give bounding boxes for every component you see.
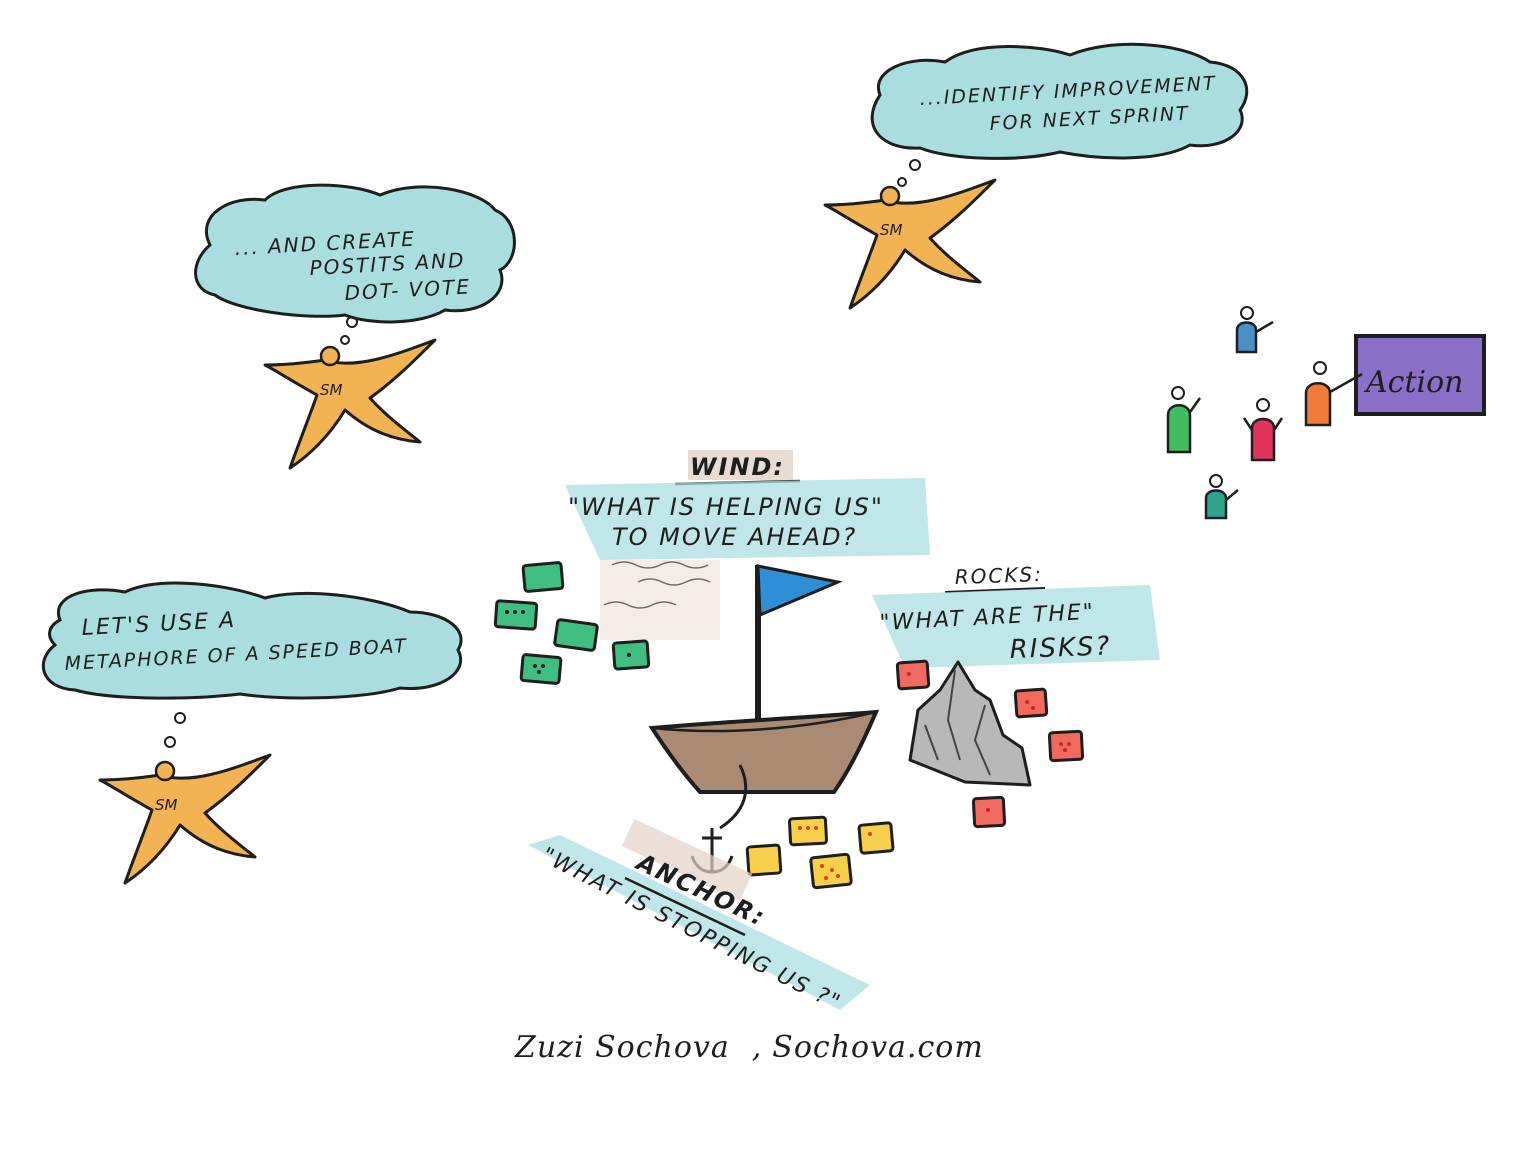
sm-label-top: SM [880,221,903,239]
green-postit [519,653,563,685]
red-postit [1047,729,1085,763]
yellow-postit [745,843,783,877]
team-action-group: Action [1166,306,1486,520]
action-board [1354,334,1486,416]
boat-hull [648,709,880,794]
person-red-icon [1242,398,1284,462]
wind-question-line2: TO MOVE AHEAD? [612,523,857,551]
person-green-icon [1166,386,1202,454]
author-credit: Zuzi Sochova, Sochova.com [515,1030,1075,1080]
person-teal-icon [1204,474,1239,520]
red-postit [971,795,1007,829]
red-postit [1013,687,1049,719]
yellow-postit [857,821,895,855]
speed-boat [648,564,880,794]
green-postit [493,599,539,631]
green-postit [553,618,599,652]
rocks-section: ROCKS: "WHAT ARE THE" RISKS? [872,562,1160,668]
person-blue-icon [1235,306,1274,354]
red-postits [895,659,1085,829]
green-postit [521,561,565,593]
yellow-postit [787,815,829,847]
thought-cloud-identify: ...IDENTIFY IMPROVEMENT FOR NEXT SPRINT [870,42,1249,187]
person-orange-icon [1304,361,1363,427]
author-name: Zuzi Sochova [515,1030,730,1065]
rocks-drawing [908,660,1032,787]
action-board-label: Action [1363,365,1464,400]
scrum-master-figure-top: SM [823,178,997,310]
yellow-postits [745,815,895,890]
wind-section: WIND: "WHAT IS HELPING US" TO MOVE AHEAD… [565,450,930,640]
scrum-master-figure-bottom: SM [98,753,272,885]
sm-label-middle: SM [320,381,343,399]
scrum-master-figure-middle: SM [263,338,437,470]
wind-question-line1: "WHAT IS HELPING US" [568,493,884,521]
boat-flag [756,564,844,618]
author-website: Sochova.com [772,1030,984,1065]
sm-label-bottom: SM [155,796,178,814]
thought-cloud-metaphor: LET'S USE A METAPHORE OF A SPEED BOAT [41,581,463,748]
thought-cloud-create: ... AND CREATE POSTITS AND DOT- VOTE [194,183,516,345]
green-postits [493,561,651,685]
rocks-title: ROCKS: [954,562,1043,589]
anchor-section: ANCHOR: "WHAT IS STOPPING US ?" [528,818,870,1016]
credit-separator: , [751,1030,763,1065]
red-postit [895,659,931,691]
wind-title: WIND: [690,453,785,481]
rocks-question-line2: RISKS? [1009,631,1112,665]
